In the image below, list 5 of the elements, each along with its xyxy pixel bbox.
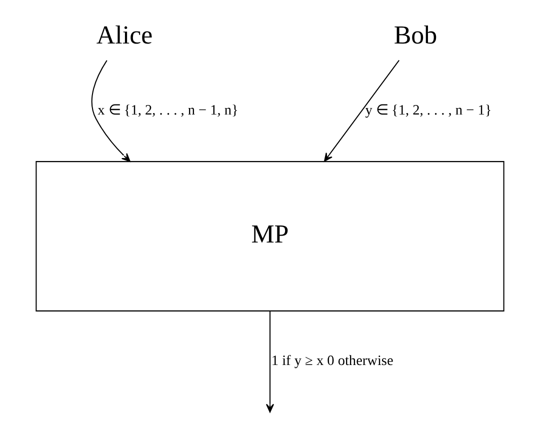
edge-label: 1 if y ≥ x 0 otherwise: [271, 353, 394, 370]
edge-label: x ∈ {1, 2, . . . , n − 1, n}: [98, 102, 238, 119]
node-text: Bob: [394, 20, 438, 50]
node-text: Alice: [96, 20, 153, 50]
edge-label: y ∈ {1, 2, . . . , n − 1}: [365, 102, 492, 119]
